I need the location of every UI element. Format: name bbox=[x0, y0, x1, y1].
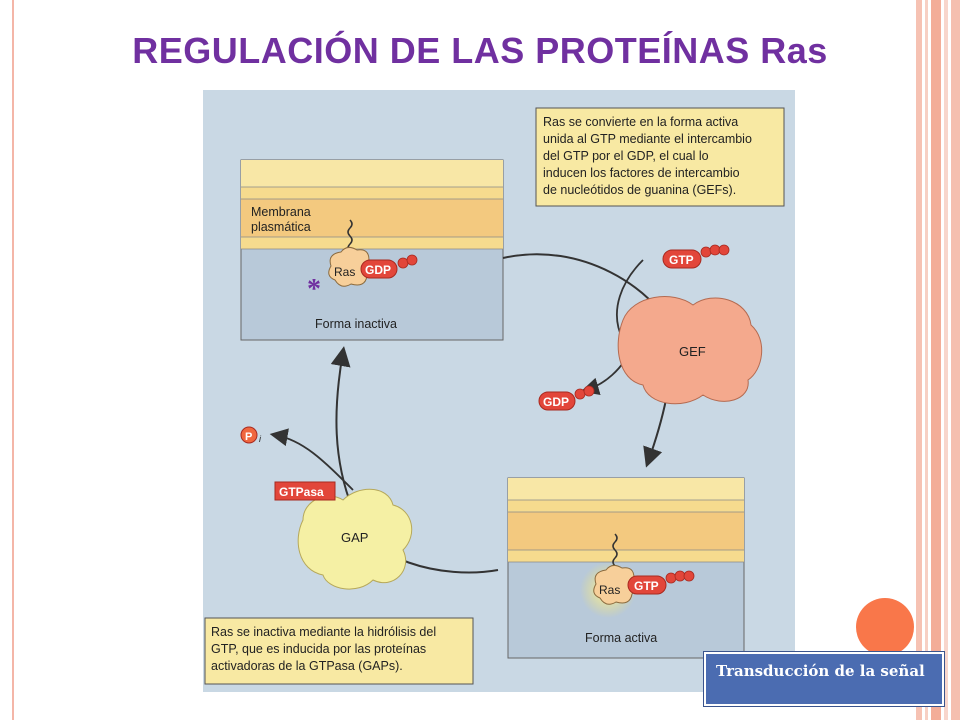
gdp-inactive-label: GDP bbox=[365, 263, 391, 277]
phosphate-dot-icon bbox=[397, 257, 409, 269]
asterisk-marker: * bbox=[307, 274, 321, 305]
gef-protein-icon bbox=[617, 296, 763, 405]
active-form-panel: Ras GTP Forma activa bbox=[507, 477, 745, 659]
decorative-orange-circle bbox=[856, 598, 914, 656]
caption-bottom-line-3: activadoras de la GTPasa (GAPs). bbox=[211, 659, 403, 673]
gap-label: GAP bbox=[341, 530, 368, 545]
phosphate-dot-icon bbox=[700, 246, 712, 258]
phosphate-dot-icon bbox=[718, 244, 730, 256]
membrane-label-line-1: Membrana bbox=[251, 205, 311, 219]
right-decorative-stripes bbox=[916, 0, 960, 720]
gdp-out-pill-icon bbox=[538, 391, 576, 411]
slide-title: REGULACIÓN DE LAS PROTEÍNAS Ras bbox=[132, 30, 828, 71]
gef-label: GEF bbox=[679, 344, 706, 359]
ras-regulation-diagram: Ras se convierte en la forma activa unid… bbox=[203, 90, 795, 692]
caption-bottom-line-1: Ras se inactiva mediante la hidrólisis d… bbox=[211, 625, 436, 639]
gtpase-label: GTPasa bbox=[279, 485, 324, 499]
phosphate-dot-icon bbox=[665, 572, 677, 584]
gap-protein-icon bbox=[297, 488, 413, 590]
ras-active-label: Ras bbox=[599, 583, 620, 597]
arrow-pi-release bbox=[269, 428, 354, 491]
arrow-gap-to-inactive bbox=[330, 346, 354, 511]
phosphate-dot-icon bbox=[574, 388, 586, 400]
inactive-form-panel: Membrana plasmática Ras GDP * Forma inac… bbox=[240, 159, 504, 341]
caption-bottom-line-2: GTP, que es inducida por las proteínas bbox=[211, 642, 426, 656]
inactive-form-label: Forma inactiva bbox=[315, 317, 397, 331]
gtp-active-label: GTP bbox=[634, 579, 659, 593]
topic-badge: Transducción de la señal bbox=[703, 651, 945, 707]
left-border-line bbox=[12, 0, 14, 720]
ras-inactive-label: Ras bbox=[334, 265, 355, 279]
top-caption-box: Ras se convierte en la forma activa unid… bbox=[535, 107, 785, 207]
diagram-svg: Ras se convierte en la forma activa unid… bbox=[204, 107, 785, 685]
phosphate-dot-icon bbox=[683, 570, 695, 582]
phosphate-pi-icon bbox=[240, 426, 258, 444]
caption-top-line-4: inducen los factores de intercambio bbox=[543, 166, 740, 180]
pi-subscript: i bbox=[259, 434, 262, 444]
gtp-in-pill-icon bbox=[662, 249, 702, 269]
phosphate-dot-icon bbox=[583, 385, 595, 397]
caption-top-line-2: unida al GTP mediante el intercambio bbox=[543, 132, 752, 146]
active-form-label: Forma activa bbox=[585, 631, 657, 645]
caption-top-line-3: del GTP por el GDP, el cual lo bbox=[543, 149, 709, 163]
gtpase-tag-icon bbox=[274, 481, 336, 501]
gtp-active-pill-icon bbox=[627, 575, 667, 595]
gtp-in-label: GTP bbox=[669, 253, 694, 267]
gdp-inactive-pill-icon bbox=[360, 259, 398, 279]
bottom-caption-box: Ras se inactiva mediante la hidrólisis d… bbox=[204, 617, 474, 685]
caption-top-line-5: de nucleótidos de guanina (GEFs). bbox=[543, 183, 736, 197]
membrane-label-line-2: plasmática bbox=[251, 220, 311, 234]
pi-label: P bbox=[245, 431, 252, 443]
phosphate-dot-icon bbox=[674, 570, 686, 582]
gdp-out-label: GDP bbox=[543, 395, 569, 409]
phosphate-dot-icon bbox=[709, 244, 721, 256]
caption-top-line-1: Ras se convierte en la forma activa bbox=[543, 115, 738, 129]
phosphate-dot-icon bbox=[406, 254, 418, 266]
